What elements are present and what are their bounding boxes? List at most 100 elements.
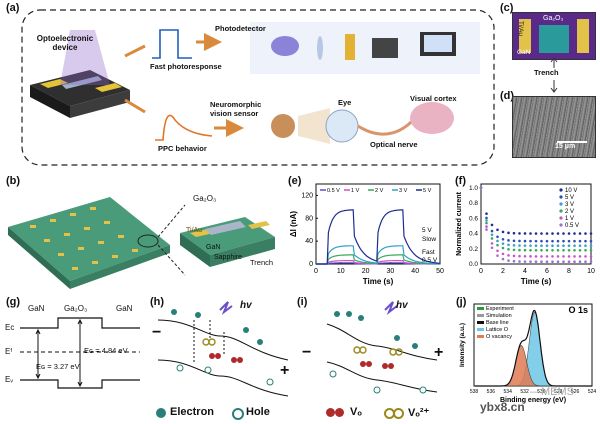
e-annot-bottom: 0.5 V [422,257,438,264]
f-point-5 [556,260,560,264]
nerve-path [357,116,417,136]
i-vo2 [353,346,403,356]
f-legend-label: 5 V [565,195,574,201]
f-point-5 [479,186,483,190]
f-point-3 [573,248,576,252]
cortex-label: Visual cortex [410,94,457,103]
f-point-0 [545,232,549,235]
j-legend-label: Base line [486,320,509,326]
f-point-3 [496,243,499,247]
e-xtick: 10 [337,268,345,275]
trench-double-arrow [550,58,558,93]
h-vo [209,353,243,363]
teddy-bear-icon [271,114,295,138]
e-legend-label: 3 V [399,188,408,194]
f-xtick: 2 [501,268,505,275]
f-point-1 [507,239,510,242]
photodetector-label: Photodetector [215,24,266,33]
elephant-icon [271,36,299,56]
panel-c-micrograph: Ti/Au Ga₂O₃ GaN [512,12,596,60]
e-annot-top: 5 V [422,227,432,234]
f-point-3 [523,248,527,252]
f-legend-label: 3 V [565,202,574,208]
f-point-1 [540,239,543,243]
f-point-2 [545,244,549,248]
f-point-4 [485,225,488,228]
g-ec: Eᴄ [5,323,15,332]
f-legend-label: 1 V [565,216,574,222]
f-legend-label: 0.5 V [565,223,579,229]
e-legend-label: 0.5 V [327,188,340,194]
j-legend-swatch [477,335,484,338]
f-point-3 [490,237,494,240]
zoom-ellipse [137,234,159,248]
f-point-3 [589,248,593,252]
scale-bar [557,141,587,143]
e-legend-label: 5 V [423,188,432,194]
panel-label-i: (i) [297,296,308,308]
f-point-5 [551,260,554,264]
hole-symbol [232,408,244,420]
gan-gap-arrow [35,328,41,380]
j-xtick: 534 [504,389,513,395]
f-point-4 [551,255,554,258]
f-point-1 [512,239,516,243]
f-point-0 [534,232,538,235]
vo-label: Vₒ [350,406,362,418]
g-gan-left: GaN [28,304,45,313]
f-plot-frame [480,183,592,265]
f-point-3 [567,248,571,252]
c-tiau-label: Ti/Au [517,21,524,36]
e-legend-label: 2 V [375,188,384,194]
f-point-1 [523,239,527,243]
f-point-5 [545,260,549,264]
f-point-1 [534,239,538,243]
e-xtick: 40 [411,268,419,275]
f-legend-swatch [559,223,563,227]
f-point-1 [567,239,571,243]
h-electrons [171,309,263,345]
f-point-5 [589,260,593,264]
f-point-3 [540,248,543,252]
f-point-1 [562,239,565,243]
h-vo2 [202,338,216,346]
j-envelope [474,309,592,387]
detector-chip-icon [345,34,355,60]
f-point-2 [518,244,521,247]
nanowire-bundle [205,221,246,235]
f-point-2 [501,242,505,245]
f-xtick: 0 [479,268,483,275]
b-sapphire-label: Sapphire [214,254,243,261]
f-point-1 [529,239,532,243]
valence-band [20,379,140,389]
f-point-2 [529,244,532,247]
f-point-2 [556,244,560,248]
f-point-1 [545,239,549,243]
b-gan-label: GaN [206,244,221,251]
vo-symbol-b [335,408,344,417]
f-point-3 [545,248,549,252]
e-legend-label: 1 V [351,188,360,194]
panel-label-a: (a) [6,2,20,14]
f-point-3 [556,248,560,252]
h-band-top [157,319,289,361]
f-point-1 [501,237,505,241]
brain-icon [410,102,454,134]
f-point-5 [540,260,543,264]
f-ytick: 0.6 [469,215,478,222]
f-point-0 [573,232,576,235]
f-point-5 [501,257,505,261]
f-point-1 [584,239,587,243]
f-point-3 [512,248,516,252]
f-point-1 [490,229,494,233]
f-point-3 [518,248,521,252]
i-minus: − [302,344,312,361]
panel-a-graphic [21,9,495,166]
f-legend-swatch [559,216,563,220]
neuro-label: Neuromorphic vision sensor [210,100,262,118]
f-point-2 [540,244,543,248]
f-ylabel: Normalized current [456,191,463,255]
i-holes [329,370,427,394]
f-point-1 [518,239,521,243]
